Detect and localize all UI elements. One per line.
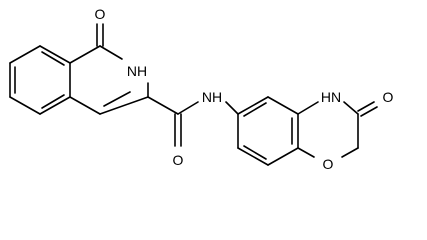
oxazinone-nh-label: H​N	[321, 89, 341, 105]
oxazinone-ring	[297, 101, 378, 158]
atom-labels: O NH N​H O H​N O O	[95, 6, 394, 172]
lactam-nh-label: NH	[127, 63, 147, 79]
molecule-structure-diagram: O NH N​H O H​N O O	[9, 6, 394, 172]
benzo-ring	[9, 45, 71, 115]
oxazinone-carbonyl-oxygen-label: O	[383, 89, 394, 105]
amide-oxygen-label: O	[173, 152, 184, 168]
ring-ether-oxygen-label: O	[323, 156, 334, 172]
benzoxazinone-benzene-ring	[237, 96, 299, 166]
amide-linker	[147, 96, 239, 147]
pyridinone-ring	[69, 23, 149, 115]
carbonyl-oxygen-label: O	[95, 6, 106, 22]
amide-nh-label: N​H	[202, 89, 222, 105]
